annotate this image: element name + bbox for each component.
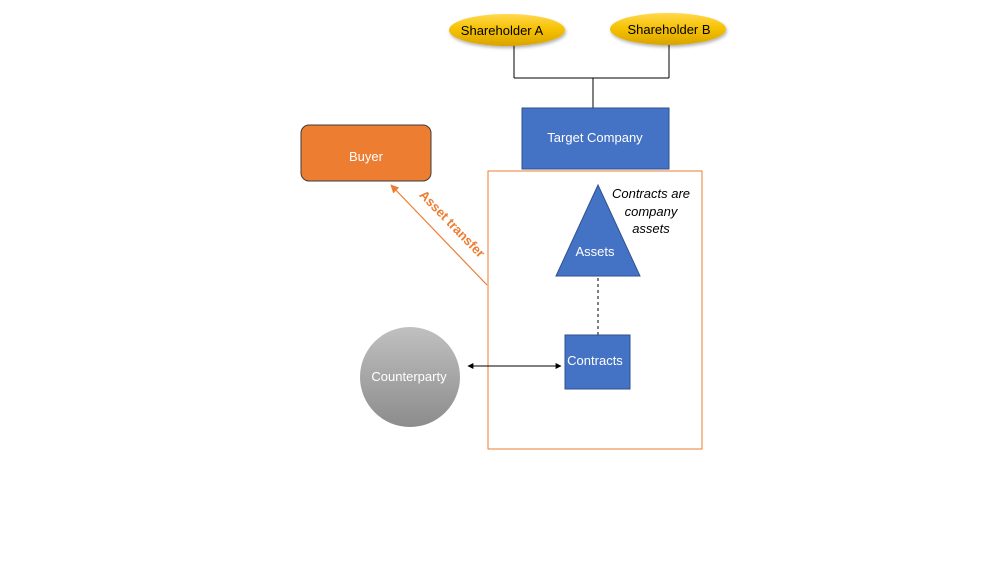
ownership-connector (513, 44, 670, 108)
contracts-note-line-1: Contracts are (612, 186, 690, 201)
assets-label: Assets (575, 244, 615, 259)
counterparty-node[interactable]: Counterparty (360, 327, 460, 427)
buyer-node[interactable]: Buyer (300, 124, 432, 182)
contracts-note-line-2: company (625, 204, 679, 219)
assets-node[interactable]: Assets (555, 183, 641, 277)
buyer-label: Buyer (349, 149, 384, 164)
asset-transfer-arrow (390, 184, 488, 286)
shareholder-a-label: Shareholder A (461, 23, 544, 38)
contracts-note-line-3: assets (632, 221, 670, 236)
shareholder-b-label: Shareholder B (627, 22, 710, 37)
company-boundary (487, 170, 703, 450)
shareholder-b-node[interactable]: Shareholder B (610, 13, 726, 45)
shareholder-a-node[interactable]: Shareholder A (449, 14, 565, 46)
counterparty-label: Counterparty (371, 369, 447, 384)
contracts-node[interactable]: Contracts (564, 334, 631, 390)
target-company-node[interactable]: Target Company (521, 107, 670, 170)
contracts-note: Contracts are company assets (612, 186, 690, 236)
contracts-label: Contracts (567, 353, 623, 368)
target-company-label: Target Company (547, 130, 643, 145)
